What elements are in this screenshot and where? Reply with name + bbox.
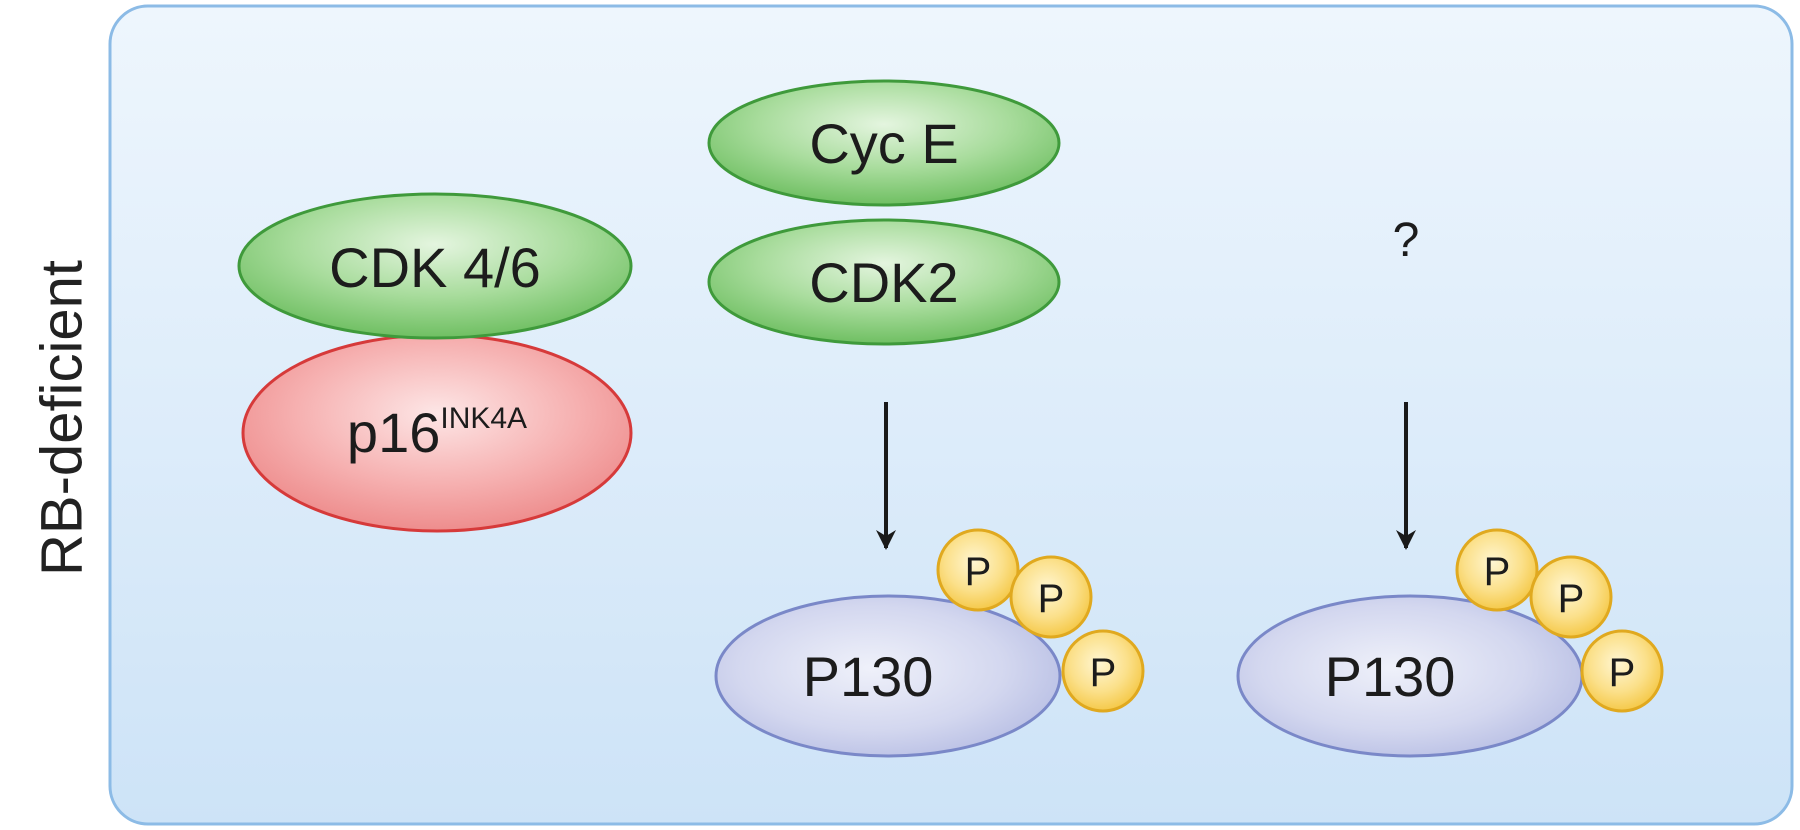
phospho-group-left: P P P: [936, 528, 1145, 713]
p130-left-label: P130: [803, 645, 934, 708]
p16-ink4a-protein: p16INK4A: [241, 333, 633, 533]
phosphate-circle: P: [1061, 629, 1145, 713]
p130-right-protein: P130: [1236, 594, 1584, 758]
phospho-group-right: P P P: [1455, 528, 1664, 713]
p16-label: p16INK4A: [347, 401, 527, 464]
phosphate-circle: P: [1580, 629, 1664, 713]
svg-text:P: P: [1609, 651, 1636, 695]
svg-text:P: P: [1090, 651, 1117, 695]
unknown-kinase-mark: ?: [1393, 214, 1420, 267]
phosphate-circle: P: [1455, 528, 1539, 612]
phosphate-circle: P: [1009, 555, 1093, 639]
svg-text:P: P: [1038, 577, 1065, 621]
cdk2-label: CDK2: [809, 251, 958, 314]
svg-text:P: P: [1484, 550, 1511, 594]
cyclin-e-label: Cyc E: [809, 112, 958, 175]
side-label: RB-deficient: [29, 260, 94, 576]
phosphate-circle: P: [1529, 555, 1613, 639]
cdk46-protein: CDK 4/6: [237, 192, 633, 340]
cdk46-label: CDK 4/6: [329, 236, 541, 299]
cyclin-e-protein: Cyc E: [707, 79, 1061, 207]
p130-right-label: P130: [1325, 645, 1456, 708]
svg-text:P: P: [965, 550, 992, 594]
svg-text:P: P: [1558, 577, 1585, 621]
phosphate-circle: P: [936, 528, 1020, 612]
p130-left-protein: P130: [714, 594, 1062, 758]
cdk2-protein: CDK2: [707, 218, 1061, 346]
